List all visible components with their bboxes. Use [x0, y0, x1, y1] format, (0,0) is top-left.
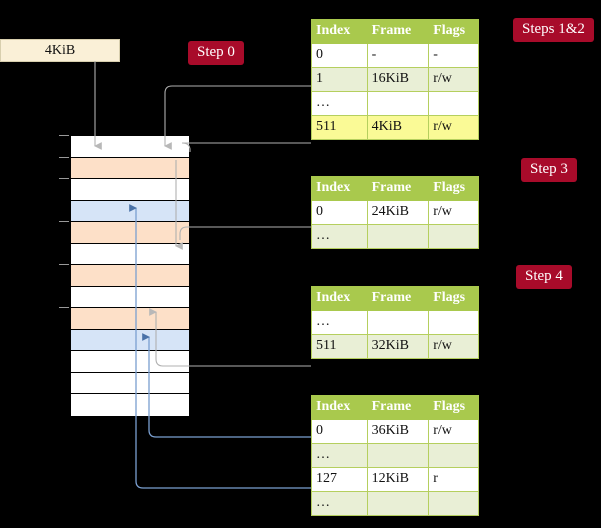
column-header-flags: Flags — [428, 19, 479, 44]
table-cell-flags: r/w — [428, 334, 479, 359]
table-cell-index: 1 — [311, 67, 368, 92]
table-cell-flags: - — [428, 43, 479, 68]
table-cell-flags — [428, 91, 479, 116]
wire-l3-entry0 — [179, 226, 311, 240]
table-row: … — [311, 91, 479, 116]
column-header-flags: Flags — [428, 395, 479, 420]
memory-row-tick — [59, 307, 69, 308]
step-badge-step4: Step 4 — [516, 265, 572, 289]
table-cell-index: … — [311, 310, 368, 335]
table-cell-flags: r/w — [428, 115, 479, 140]
memory-row-tick — [59, 221, 69, 222]
table-row: … — [311, 310, 479, 335]
memory-frame-row — [71, 265, 189, 287]
memory-frame-row — [71, 308, 189, 330]
memory-frame-row — [71, 329, 189, 351]
table-row: … — [311, 491, 479, 516]
table-row: … — [311, 224, 479, 249]
memory-row-tick — [59, 135, 69, 136]
step-badge-step3: Step 3 — [521, 158, 577, 182]
column-header-frame: Frame — [366, 19, 430, 44]
table-cell-frame: 4KiB — [366, 115, 430, 140]
memory-frame-row — [71, 394, 189, 416]
table-cell-index: 0 — [311, 419, 368, 444]
column-header-index: Index — [311, 395, 368, 420]
table-cell-frame: 16KiB — [366, 67, 430, 92]
table-cell-index: 127 — [311, 467, 368, 492]
table-cell-flags — [428, 310, 479, 335]
table-cell-frame — [366, 310, 430, 335]
memory-frame-row — [71, 157, 189, 179]
table-cell-index: 511 — [311, 334, 368, 359]
table-cell-frame: - — [366, 43, 430, 68]
table-cell-frame — [366, 491, 430, 516]
table-cell-flags: r/w — [428, 419, 479, 444]
step-badge-steps12: Steps 1&2 — [513, 18, 594, 42]
column-header-index: Index — [311, 286, 368, 311]
memory-frame-row — [71, 243, 189, 265]
table-row: … — [311, 443, 479, 468]
table-cell-index: … — [311, 491, 368, 516]
table-row: 0-- — [311, 43, 479, 68]
memory-frame-row — [71, 179, 189, 201]
step-badge-step0: Step 0 — [188, 41, 244, 65]
table-cell-index: 511 — [311, 115, 368, 140]
column-header-flags: Flags — [428, 176, 479, 201]
memory-frame-row — [71, 351, 189, 373]
table-cell-flags: r — [428, 467, 479, 492]
column-header-frame: Frame — [366, 395, 430, 420]
table-cell-frame — [366, 443, 430, 468]
physical-memory-column — [70, 135, 190, 416]
memory-frame-row — [71, 372, 189, 394]
table-cell-flags — [428, 443, 479, 468]
table-cell-index: 0 — [311, 43, 368, 68]
memory-frame-row — [71, 200, 189, 222]
table-cell-flags: r/w — [428, 200, 479, 225]
table-cell-index: … — [311, 443, 368, 468]
column-header-index: Index — [311, 176, 368, 201]
memory-frame-row — [71, 222, 189, 244]
table-cell-frame: 32KiB — [366, 334, 430, 359]
table-cell-flags — [428, 491, 479, 516]
memory-frame-row — [71, 286, 189, 308]
memory-size-label: 4KiB — [0, 39, 120, 62]
column-header-flags: Flags — [428, 286, 479, 311]
memory-frame-row — [71, 136, 189, 158]
memory-row-tick — [59, 156, 69, 158]
table-cell-index: … — [311, 224, 368, 249]
table-cell-index: … — [311, 91, 368, 116]
table-cell-frame — [366, 224, 430, 249]
memory-row-tick — [59, 264, 69, 265]
table-cell-index: 0 — [311, 200, 368, 225]
memory-row-tick — [59, 178, 69, 179]
column-header-index: Index — [311, 19, 368, 44]
table-cell-flags: r/w — [428, 67, 479, 92]
table-cell-frame — [366, 91, 430, 116]
table-cell-frame: 36KiB — [366, 419, 430, 444]
column-header-frame: Frame — [366, 176, 430, 201]
table-cell-frame: 24KiB — [366, 200, 430, 225]
table-cell-frame: 12KiB — [366, 467, 430, 492]
table-cell-flags — [428, 224, 479, 249]
column-header-frame: Frame — [366, 286, 430, 311]
